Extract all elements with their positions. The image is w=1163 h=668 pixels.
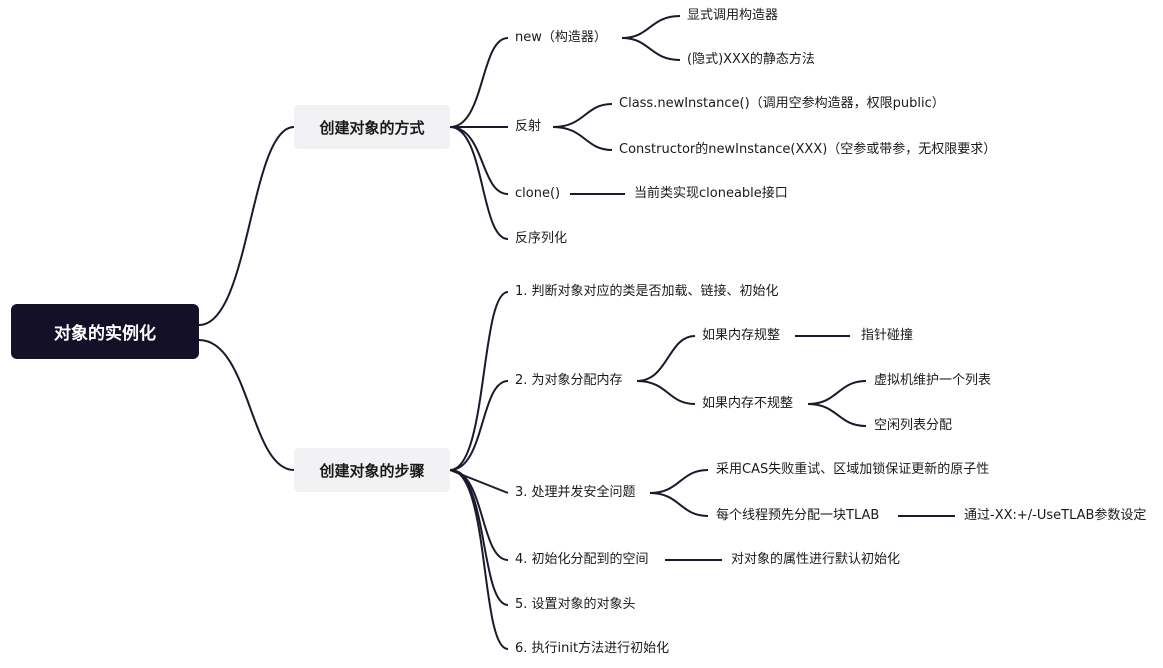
node-step-4: 4. 初始化分配到的空间: [515, 552, 649, 567]
root-node: 对象的实例化: [11, 304, 199, 359]
node-step-3: 3. 处理并发安全问题: [515, 485, 636, 500]
node-static-method: (隐式)XXX的静态方法: [687, 52, 815, 67]
node-step-6: 6. 执行init方法进行初始化: [515, 641, 670, 656]
node-class-newinstance: Class.newInstance()（调用空参构造器，权限public）: [619, 96, 945, 111]
node-clone: clone(): [515, 186, 561, 201]
node-cas-lock: 采用CAS失败重试、区域加锁保证更新的原子性: [716, 462, 990, 477]
node-freelist-alloc: 空闲列表分配: [874, 418, 953, 433]
node-creation-ways: 创建对象的方式: [294, 105, 450, 149]
node-reflection: 反射: [515, 119, 542, 134]
node-step-2: 2. 为对象分配内存: [515, 373, 623, 388]
node-step-1: 1. 判断对象对应的类是否加载、链接、初始化: [515, 284, 779, 299]
node-constructor-newinstance: Constructor的newInstance(XXX)（空参或带参，无权限要求…: [619, 142, 997, 157]
node-deserialization: 反序列化: [515, 231, 568, 246]
node-vm-freelist: 虚拟机维护一个列表: [874, 373, 992, 388]
node-memory-regular: 如果内存规整: [702, 328, 781, 343]
node-bump-pointer: 指针碰撞: [861, 328, 914, 343]
node-default-init: 对对象的属性进行默认初始化: [731, 552, 901, 567]
node-memory-irregular: 如果内存不规整: [702, 396, 794, 411]
node-tlab-param: 通过-XX:+/-UseTLAB参数设定: [964, 508, 1147, 523]
node-cloneable-note: 当前类实现cloneable接口: [634, 186, 788, 201]
node-step-5: 5. 设置对象的对象头: [515, 597, 636, 612]
node-tlab: 每个线程预先分配一块TLAB: [716, 508, 880, 523]
node-creation-steps: 创建对象的步骤: [294, 448, 450, 492]
node-new-constructor: new（构造器）: [515, 30, 607, 45]
node-explicit-constructor: 显式调用构造器: [687, 8, 779, 23]
